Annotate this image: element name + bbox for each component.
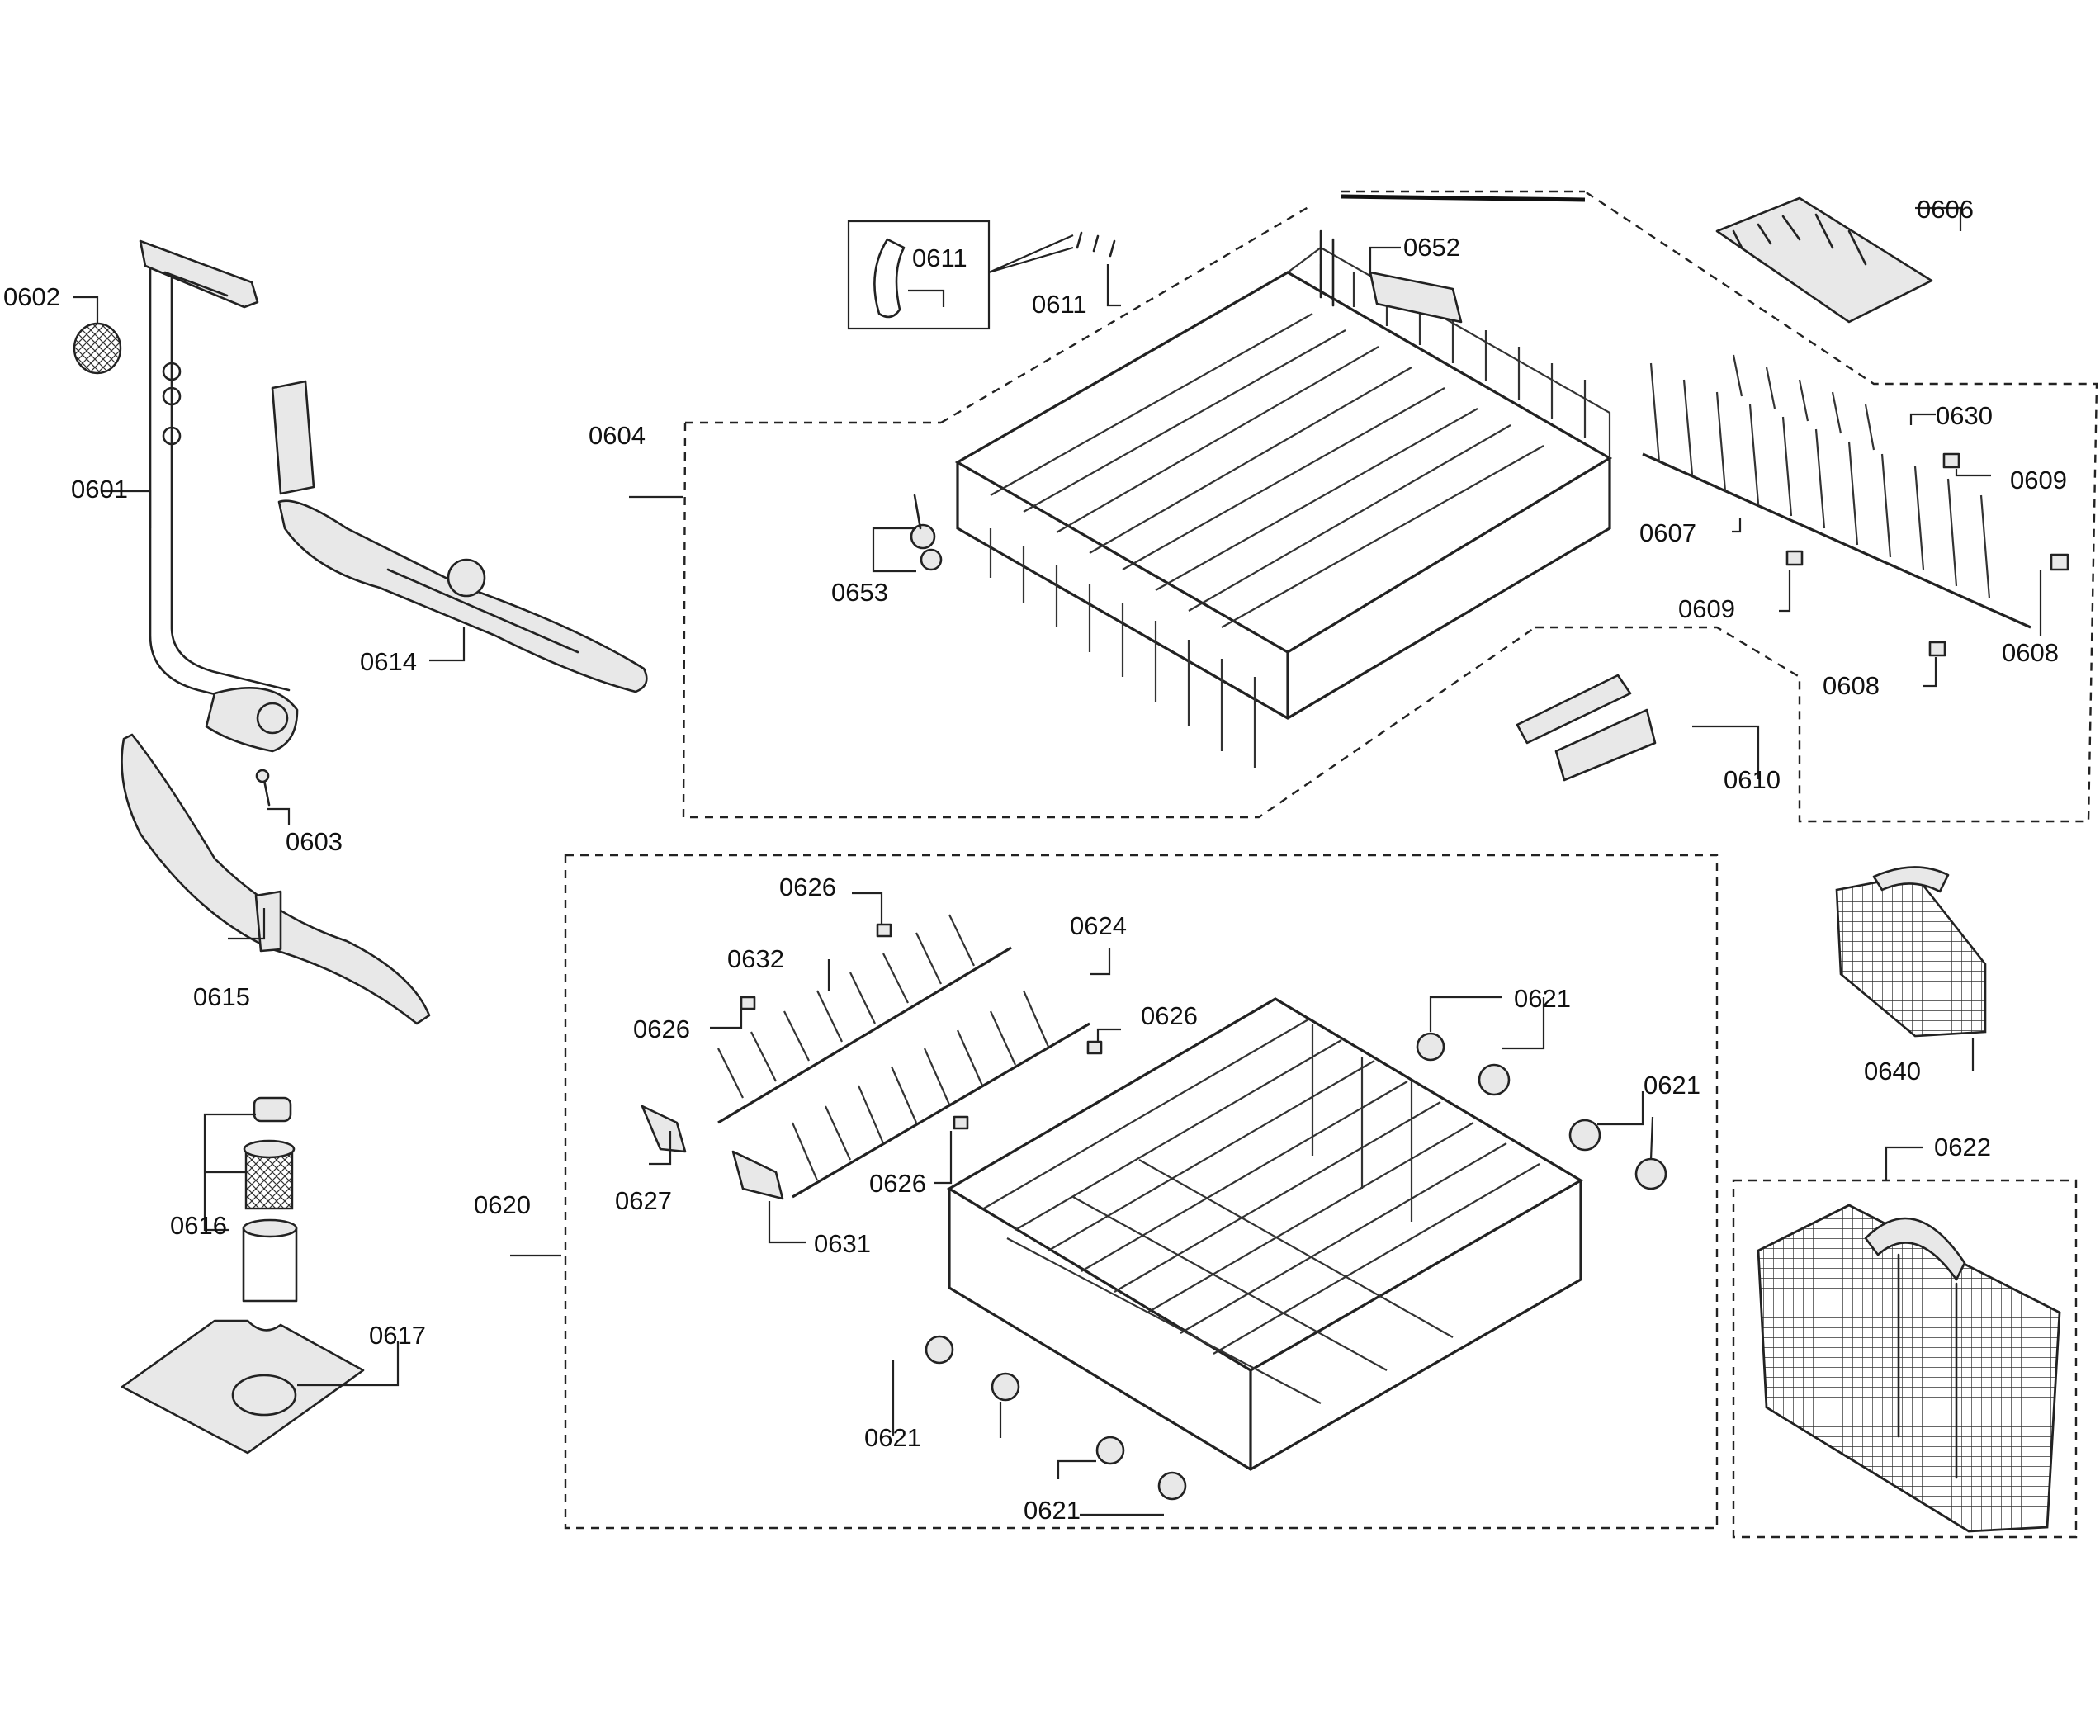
folding-tine-rack (1642, 354, 2031, 629)
label-0614: 0614 (360, 647, 417, 676)
label-0601: 0601 (71, 475, 128, 504)
leader-lines (73, 206, 2042, 1516)
label-0622: 0622 (1934, 1133, 1991, 1161)
label-0653: 0653 (831, 578, 888, 607)
lower-spray-arm (121, 733, 431, 1025)
label-0626-d: 0626 (869, 1169, 926, 1198)
lower-dish-rack (946, 997, 1584, 1471)
label-0615: 0615 (193, 982, 250, 1011)
label-0640: 0640 (1864, 1057, 1921, 1086)
clip-set (873, 231, 1116, 319)
label-0621-b: 0621 (1644, 1071, 1700, 1100)
label-0624: 0624 (1070, 911, 1127, 940)
label-0609-a: 0609 (2010, 466, 2067, 494)
upper-dish-rack (954, 229, 1613, 768)
label-0626-a: 0626 (779, 873, 836, 901)
label-0627: 0627 (615, 1186, 672, 1215)
lower-rack-group-box (564, 854, 1719, 1530)
cutlery-basket-group-box (1732, 1179, 2078, 1539)
small-basket (1835, 866, 1987, 1038)
lower-tine-clips (740, 923, 1103, 1130)
label-0606: 0606 (1917, 195, 1974, 224)
filter-plate (121, 1319, 365, 1455)
lower-tine-rows (717, 914, 1090, 1199)
label-0631: 0631 (814, 1229, 871, 1258)
clip-inset-box (847, 220, 991, 330)
label-0621-a: 0621 (1514, 984, 1571, 1013)
label-0626-b: 0626 (633, 1015, 690, 1043)
rack-handle (1516, 674, 1657, 782)
screw (255, 769, 271, 807)
rack-rail (1369, 271, 1463, 324)
label-0611-b: 0611 (1032, 290, 1087, 319)
label-0610: 0610 (1724, 765, 1781, 794)
label-0609-b: 0609 (1678, 594, 1735, 623)
label-0621-c: 0621 (864, 1423, 921, 1452)
label-0616: 0616 (170, 1211, 227, 1240)
label-0611-a: 0611 (912, 244, 967, 272)
cutlery-basket (1757, 1204, 2061, 1533)
label-0608-b: 0608 (1823, 671, 1880, 700)
label-0603: 0603 (286, 827, 343, 856)
label-0602: 0602 (3, 282, 60, 311)
label-0607: 0607 (1639, 518, 1696, 547)
upper-rack-group-box (682, 190, 2098, 823)
label-0630: 0630 (1936, 401, 1993, 430)
tine-holders (641, 1105, 784, 1200)
tine-clips (1785, 452, 2069, 657)
label-0608-a: 0608 (2002, 638, 2059, 667)
cup-shelf (1715, 196, 1933, 324)
top-bar-line (1341, 194, 1586, 202)
label-0620: 0620 (474, 1190, 531, 1219)
rack-wheels (925, 1032, 1667, 1501)
label-0617: 0617 (369, 1321, 426, 1350)
spray-pipe (139, 239, 299, 753)
label-0621-d: 0621 (1024, 1496, 1081, 1525)
label-0626-c: 0626 (1141, 1001, 1198, 1030)
rack-wheel-assembly (910, 494, 943, 571)
filter-set (242, 1096, 298, 1303)
label-0632: 0632 (727, 944, 784, 973)
filter-cap (73, 322, 122, 375)
upper-spray-arm (271, 380, 648, 693)
part-labels: 0602 0601 0614 0603 0615 0616 0617 0604 … (3, 195, 2067, 1525)
label-0652: 0652 (1403, 233, 1460, 262)
label-0604: 0604 (589, 421, 646, 450)
